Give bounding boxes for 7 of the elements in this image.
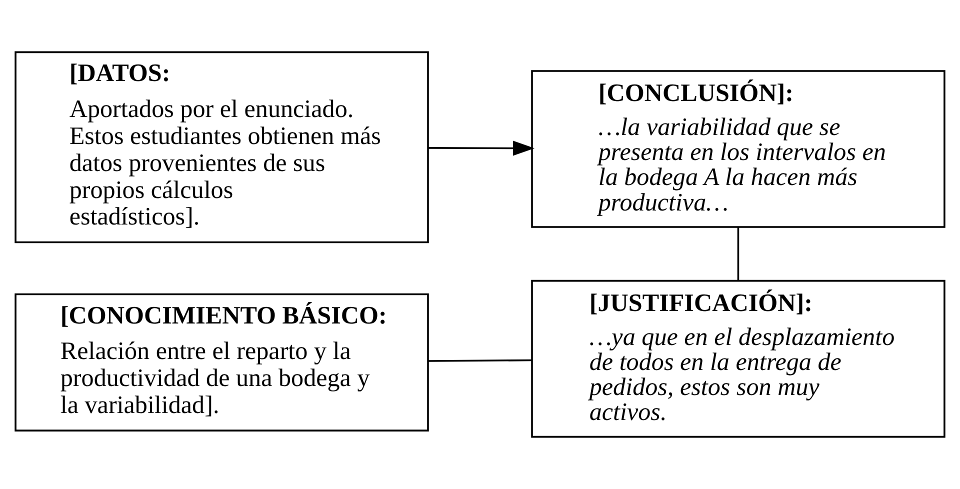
node-box: [CONCLUSIÓN]: …la variabilidad que se presenta en los intervalos en la bodega A la hacen más productiva… (531, 70, 946, 228)
arrow (428, 140, 535, 156)
node-box: [CONOCIMIENTO BÁSICO: Relación entre el reparto y la productividad de una bodega y la variabilidad]. (14, 293, 429, 432)
node-box: [JUSTIFICACIÓN]: …ya que en el desplazamiento de todos en la entrega de pedidos, estos son muy activos. (531, 280, 946, 438)
connector (428, 359, 532, 362)
connector (737, 227, 740, 280)
node-box: [DATOS: Aportados por el enunciado. Estos estudiantes obtienen más datos provenientes de sus propios cálculos estadísticos]. (14, 51, 429, 244)
